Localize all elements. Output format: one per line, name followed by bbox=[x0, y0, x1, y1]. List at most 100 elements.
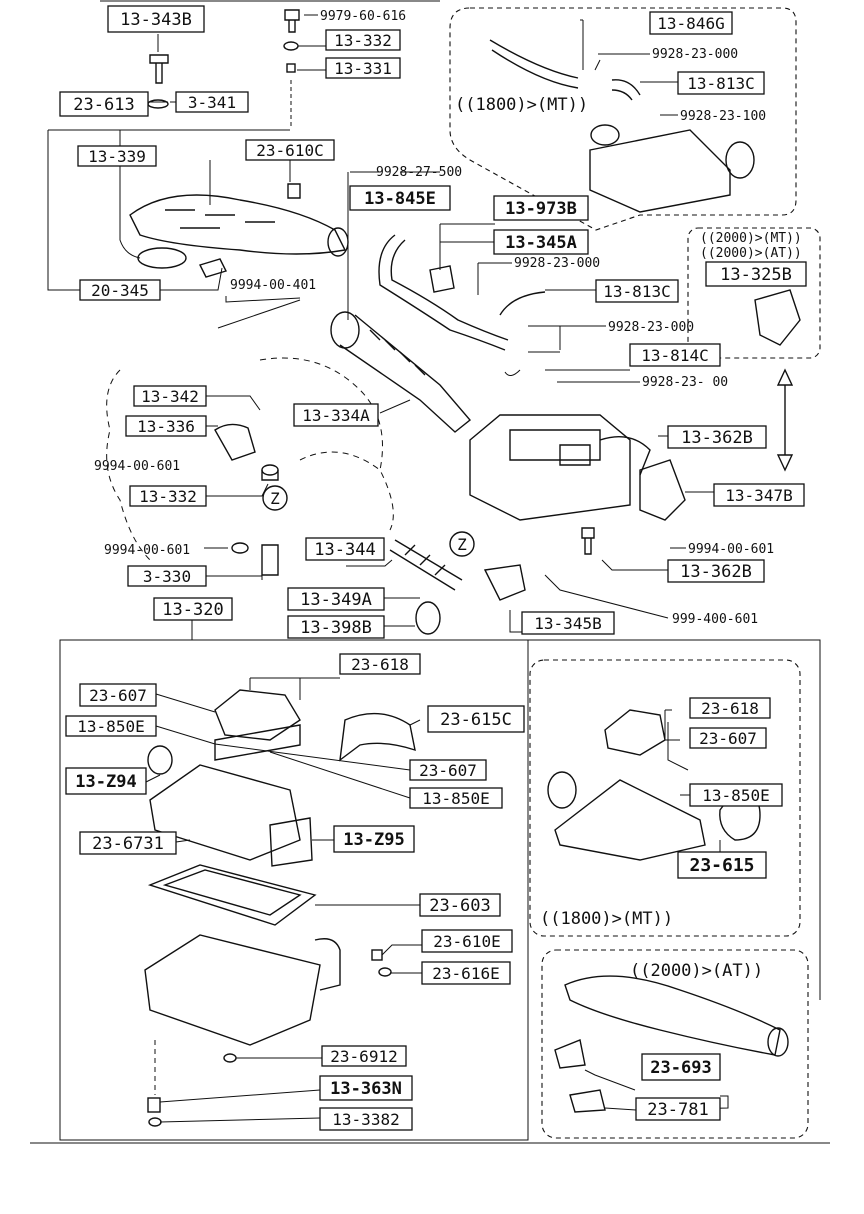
note-2000-mt: ((2000)>(MT)) bbox=[700, 231, 802, 246]
label-13-344: 13-344 bbox=[314, 540, 375, 560]
housing-lower bbox=[144, 934, 341, 1046]
label-13-3382: 13-3382 bbox=[332, 1110, 399, 1129]
nut-23-610E bbox=[371, 949, 383, 961]
label-23-603: 23-603 bbox=[429, 896, 490, 916]
label-13-345B: 13-345B bbox=[534, 614, 601, 633]
label-23-607-r: 23-607 bbox=[699, 729, 757, 748]
hose-13-344 bbox=[389, 539, 463, 591]
label-13-332-top: 13-332 bbox=[334, 31, 392, 50]
air-intake-duct-13-339 bbox=[129, 194, 349, 257]
label-9979-60-616: 9979-60-616 bbox=[320, 9, 406, 24]
label-9994-00-601-b: 9994-00-601 bbox=[104, 543, 190, 558]
label-9928-23-000-b: 9928-23-000 bbox=[514, 256, 600, 271]
label-9994-00-601-a: 9994-00-601 bbox=[94, 459, 180, 474]
label-9994-00-401: 9994-00-401 bbox=[230, 278, 316, 293]
label-13-Z94: 13-Z94 bbox=[75, 772, 136, 792]
label-23-615C: 23-615C bbox=[440, 710, 512, 730]
label-13-330: 3-330 bbox=[143, 567, 191, 586]
callout-z-upper-text: Z bbox=[270, 489, 280, 508]
washer-23-613 bbox=[147, 99, 169, 109]
label-boxes bbox=[59, 5, 807, 1131]
callout-z-lower-text: Z bbox=[457, 535, 467, 554]
label-23-618: 23-618 bbox=[351, 655, 409, 674]
label-23-613: 23-613 bbox=[73, 95, 134, 115]
bracket-13-345B bbox=[483, 564, 526, 601]
bolt-23-6912 bbox=[223, 1053, 237, 1063]
label-13-320: 13-320 bbox=[162, 600, 223, 620]
label-13-814C: 13-814C bbox=[641, 346, 708, 365]
bolt-13-362B-b bbox=[581, 527, 595, 555]
label-13-850E-r: 13-850E bbox=[702, 786, 769, 805]
label-13-846G: 13-846G bbox=[657, 14, 724, 33]
nut-23-610C bbox=[287, 183, 301, 199]
bracket-13-325B bbox=[754, 289, 801, 346]
bolt-23-616E bbox=[378, 967, 392, 977]
bracket-20-345 bbox=[199, 258, 227, 278]
label-9928-23-000-a: 9928-23-000 bbox=[652, 47, 738, 62]
label-23-781: 23-781 bbox=[647, 1100, 708, 1120]
label-13-347B: 13-347B bbox=[725, 486, 792, 505]
label-13-850E: 13-850E bbox=[77, 717, 144, 736]
bracket-13-973B bbox=[429, 265, 455, 293]
label-13-342: 13-342 bbox=[141, 387, 199, 406]
label-13-363N: 13-363N bbox=[330, 1079, 402, 1099]
label-13-845E: 13-845E bbox=[364, 189, 436, 209]
note-1800-mt-bottom: ((1800)>(MT)) bbox=[540, 909, 673, 929]
variant-group-13-320 bbox=[59, 639, 821, 1141]
label-13-362B-b: 13-362B bbox=[680, 562, 752, 582]
variant-group-1800mt-top bbox=[449, 7, 797, 231]
bolt-13-343B bbox=[149, 54, 169, 84]
air-cleaner-assembly-main bbox=[469, 414, 651, 521]
label-23-607b: 23-607 bbox=[419, 761, 477, 780]
note-2000-at: ((2000)>(AT)) bbox=[700, 246, 802, 261]
callout-z-upper bbox=[262, 485, 288, 511]
resonator-duct-13-334A bbox=[330, 311, 472, 433]
label-13-339: 13-339 bbox=[88, 147, 146, 166]
label-23-610E: 23-610E bbox=[433, 932, 500, 951]
label-9928-23-000-c: 9928-23-000 bbox=[608, 320, 694, 335]
hose-13-845E bbox=[378, 234, 509, 351]
panel-13-Z95 bbox=[269, 817, 313, 867]
hose-13-813C-mid bbox=[499, 291, 546, 316]
label-13-332-mid: 13-332 bbox=[139, 487, 197, 506]
seal-13-398B bbox=[415, 601, 441, 635]
label-999-400-601: 999-400-601 bbox=[672, 612, 758, 627]
mount-13-332-mid bbox=[261, 464, 279, 481]
hose-13-813C-top bbox=[611, 79, 641, 101]
label-23-615-r: 23-615 bbox=[689, 855, 754, 876]
label-13-343B: 13-343B bbox=[120, 10, 192, 30]
label-23-6731: 23-6731 bbox=[92, 834, 164, 854]
label-13-973B: 13-973B bbox=[505, 199, 577, 219]
bolt-9979-60-616 bbox=[283, 9, 300, 73]
leader-lines bbox=[47, 14, 729, 1123]
label-9928-23-00-d: 9928-23- 00 bbox=[642, 375, 728, 390]
label-13-362B-a: 13-362B bbox=[681, 428, 753, 448]
note-2000-at-bottom: ((2000)>(AT)) bbox=[630, 961, 763, 981]
note-1800-mt-top: ((1800)>(MT)) bbox=[455, 95, 588, 115]
variant-group-2000at-bottom bbox=[541, 949, 809, 1139]
variant-group-2000 bbox=[687, 227, 821, 359]
label-13-336: 13-336 bbox=[137, 417, 195, 436]
label-13-850Eb: 13-850E bbox=[422, 789, 489, 808]
label-13-331: 13-331 bbox=[334, 59, 392, 78]
label-23-618-r: 23-618 bbox=[701, 699, 759, 718]
label-9928-23-100: 9928-23-100 bbox=[680, 109, 766, 124]
mount-13-363N bbox=[147, 1097, 161, 1113]
label-23-693: 23-693 bbox=[650, 1058, 711, 1078]
label-13-325B: 13-325B bbox=[720, 265, 792, 285]
mount-13-330 bbox=[231, 542, 279, 576]
label-13-813C-top: 13-813C bbox=[687, 74, 754, 93]
label-20-345: 20-345 bbox=[91, 281, 149, 300]
label-9994-00-601-c: 9994-00-601 bbox=[688, 542, 774, 557]
label-23-6912: 23-6912 bbox=[330, 1047, 397, 1066]
label-13-Z95: 13-Z95 bbox=[343, 830, 404, 850]
double-arrow bbox=[776, 368, 794, 472]
cover-13-Z94 bbox=[147, 745, 301, 861]
label-13-813C-mid: 13-813C bbox=[603, 282, 670, 301]
label-13-349A: 13-349A bbox=[300, 590, 372, 610]
label-13-334A: 13-334A bbox=[302, 406, 370, 425]
label-23-610C: 23-610C bbox=[256, 141, 323, 160]
engine-outline bbox=[106, 357, 394, 561]
label-13-398B: 13-398B bbox=[300, 618, 372, 638]
